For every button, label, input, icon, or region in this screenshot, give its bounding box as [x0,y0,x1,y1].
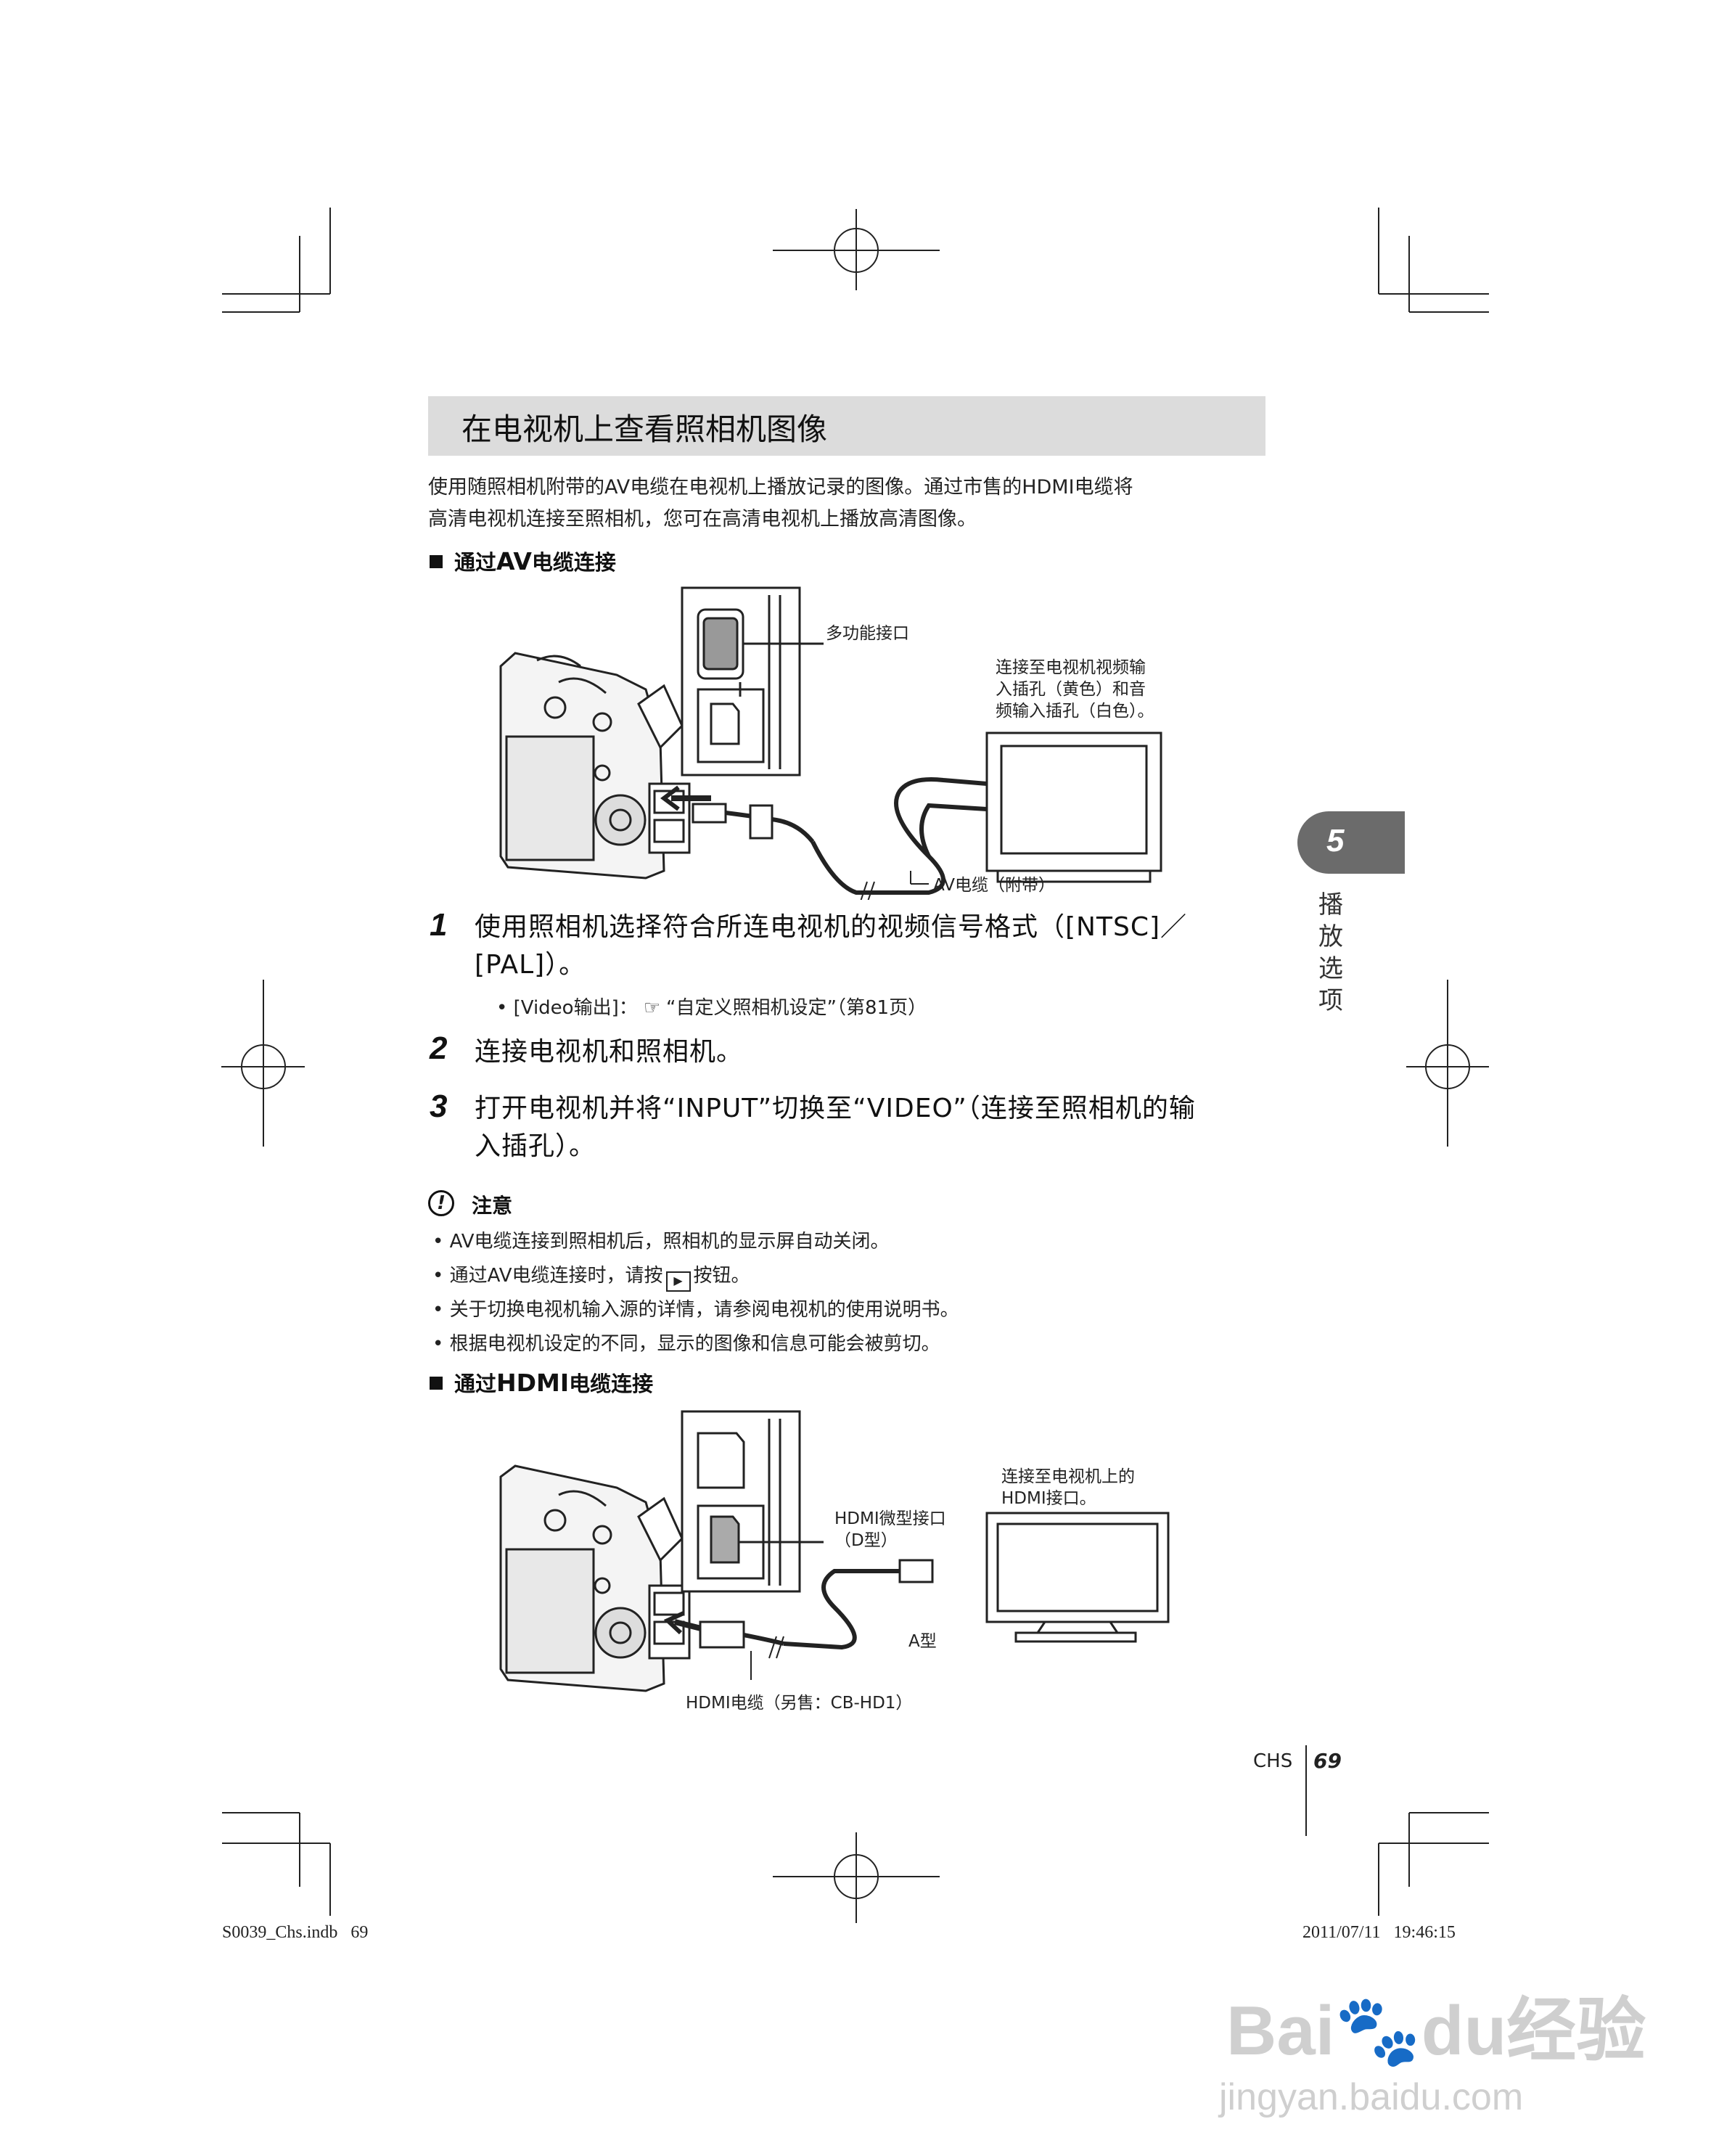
watermark-logo: Bai🐾du经验 [1226,1992,1646,2070]
page-title-bar: 在电视机上查看照相机图像 [428,396,1265,456]
watermark-url: jingyan.baidu.com [1219,2076,1524,2118]
step-3-number: 3 [430,1089,448,1124]
chapter-tab: 5 [1297,811,1405,874]
square-bullet-icon [430,1377,443,1390]
footer-language: CHS [1253,1750,1293,1772]
label-av-cable: AV电缆（附带） [933,876,1055,895]
note-title: 注意 [472,1194,513,1218]
square-bullet-icon [430,555,443,568]
step-1-sub: • [Video输出]：☞“自定义照相机设定”（第81页） [496,997,927,1019]
intro-paragraph: 使用随照相机附带的AV电缆在电视机上播放记录的图像。通过市售的HDMI电缆将 高… [428,472,1270,536]
footer-date: 2011/07/11 19:46:15 [1302,1923,1456,1942]
caution-icon: ! [428,1190,454,1216]
label-hdmi-tv-note: 连接至电视机上的 HDMI接口。 [1001,1467,1135,1508]
note-item: • 关于切换电视机输入源的详情，请参阅电视机的使用说明书。 [432,1299,959,1321]
reference-hand-icon: ☞ [643,997,661,1019]
playback-button-icon: ▶ [665,1271,691,1292]
note-list: • AV电缆连接到照相机后，照相机的显示屏自动关闭。 • 通过AV电缆连接时，请… [432,1225,959,1361]
note-item: • 根据电视机设定的不同，显示的图像和信息可能会被剪切。 [432,1333,940,1355]
label-av-tv-note: 连接至电视机视频输 入插孔（黄色）和音 频输入插孔（白色）。 [996,658,1154,721]
step-1-number: 1 [430,907,448,943]
step-1-text: 使用照相机选择符合所连电视机的视频信号格式（[NTSC]／ [PAL]）。 [475,912,1187,980]
label-multi-connector: 多功能接口 [826,624,909,643]
label-hdmi-cable: HDMI电缆（另售：CB-HD1） [686,1694,913,1713]
page-title: 在电视机上查看照相机图像 [461,411,828,447]
hdmi-connection-figure [499,1410,1170,1692]
page-number: 69 [1313,1749,1342,1773]
section-av-heading: 通过AV电缆连接 [430,546,616,576]
av-connection-figure [499,586,1162,900]
step-3-text: 打开电视机并将“INPUT”切换至“VIDEO”（连接至照相机的输 入插孔）。 [475,1094,1196,1161]
step-2-number: 2 [430,1030,448,1066]
label-type-a: A型 [908,1632,937,1651]
section-hdmi-heading: 通过HDMI电缆连接 [430,1367,653,1398]
paw-icon: 🐾 [1334,1992,1421,2070]
step-2-text: 连接电视机和照相机。 [475,1037,744,1067]
intro-line-2: 高清电视机连接至照相机，您可在高清电视机上播放高清图像。 [428,508,977,530]
intro-line-1: 使用随照相机附带的AV电缆在电视机上播放记录的图像。通过市售的HDMI电缆将 [428,476,1133,499]
label-hdmi-micro: HDMI微型接口 （D型） [834,1509,946,1550]
footer-file: S0039_Chs.indb 69 [222,1923,369,1942]
chapter-tab-label: 播 放 选 项 [1318,890,1343,1015]
note-item: • AV电缆连接到照相机后，照相机的显示屏自动关闭。 [432,1231,890,1253]
note-item: • 通过AV电缆连接时，请按▶按钮。 [432,1259,959,1293]
